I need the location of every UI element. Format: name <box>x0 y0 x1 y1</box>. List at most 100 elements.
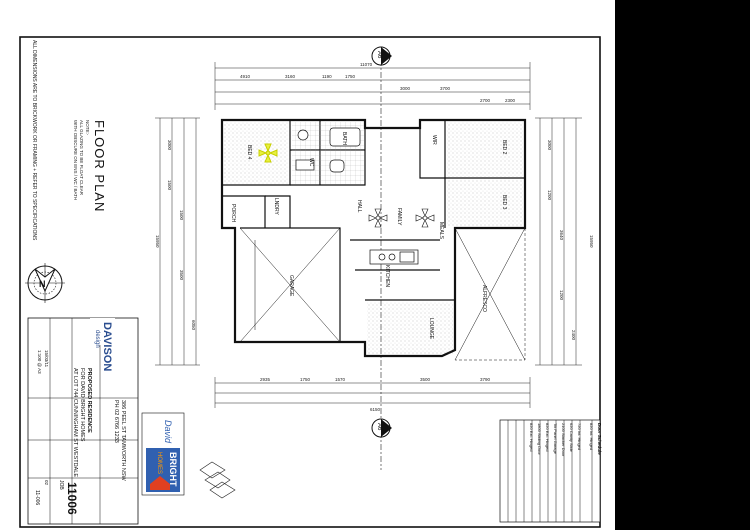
ceiling-fan-icon <box>368 208 388 228</box>
designer-name: DAVISON <box>101 322 113 371</box>
alfresco-lines <box>454 227 526 361</box>
scanned-drawing-sheet: ALL DIMENSIONS ARE TO BRICKWORK OR FRAMI… <box>0 0 615 530</box>
designer-logo: DAVISON design <box>90 318 115 371</box>
builder-name-2: BRIGHT <box>168 452 178 487</box>
dim-label: 3700 <box>440 86 451 91</box>
drawn-date: 15/03/11 <box>44 350 49 368</box>
dim-label: 4910 <box>240 74 251 79</box>
room-label-kitchen: KITCHEN <box>384 265 390 287</box>
dimensions-left <box>155 117 200 366</box>
dim-label: 2400 <box>571 330 576 341</box>
builder-name-1: David <box>163 420 173 444</box>
room-label-hall: HALL <box>356 200 362 213</box>
schedule-row: 820 Ext. Hinged <box>545 423 550 451</box>
room-label-bed4: BED 4 <box>246 145 252 160</box>
door-schedule <box>499 419 601 523</box>
dim-label: 2700 <box>480 98 491 103</box>
room-label-bath: BATH <box>341 132 347 145</box>
lot-address: AT LOT 744 CUNNINGHAM ST WESTDALE <box>72 368 78 477</box>
builder-name-3: HOMES <box>156 452 162 474</box>
job-label: JOB <box>58 480 64 490</box>
dim-label: 1200 <box>559 290 564 301</box>
dim-label: 3500 <box>420 377 431 382</box>
dim-label: 2300 <box>505 98 516 103</box>
dim-label: 15950 <box>589 235 594 248</box>
dim-label: 1750 <box>300 377 311 382</box>
note-line: NOTE:- <box>85 120 90 136</box>
room-label-wc: WC <box>308 158 314 167</box>
office-address: 386 PEEL ST TAMWORTH NSW <box>120 400 126 481</box>
room-label-bed3: BED 3 <box>501 195 507 210</box>
schedule-row: 820 Ext. Hinged <box>529 423 534 451</box>
dimensions-top-labels: 11070 4910 3160 1190 1750 3000 3700 2700… <box>240 62 516 103</box>
room-label-laundry: LNDRY <box>273 198 279 216</box>
kitchen-bench <box>369 249 419 265</box>
section-marker-bottom: A6 <box>371 418 392 438</box>
dim-label: 1570 <box>335 377 346 382</box>
schedule-row: Tilt Panel Garage <box>553 423 558 455</box>
dim-label: 3160 <box>285 74 296 79</box>
dim-label: 3000 <box>167 140 172 151</box>
dim-label: 3000 <box>400 86 411 91</box>
dim-label: 3640 <box>559 230 564 241</box>
ceiling-fan-icon <box>258 143 278 163</box>
dim-label: 15950 <box>155 235 160 248</box>
garage-lines <box>239 227 341 343</box>
dim-label: 1190 <box>322 74 332 79</box>
dimensions-bottom-labels: 2935 1750 1570 3500 3790 6150 <box>260 377 491 412</box>
page-title: FLOOR PLAN <box>92 120 107 212</box>
note-line: ALL GLAZING TO BE FLOAT CLEAR <box>79 120 84 196</box>
door-schedule-text: Door Schedule 820 Int. Hinged 720 Int. H… <box>529 423 602 457</box>
bathroom-fixtures <box>295 127 361 173</box>
dimensions-left-labels: 15950 3000 1500 1500 3500 6050 <box>155 140 196 331</box>
designer-sub: design <box>94 330 100 348</box>
dimensions-top <box>214 62 531 110</box>
builder-logo: David BRIGHT HOMES <box>141 412 185 496</box>
schedule-row: 820 Int. Hinged <box>589 423 594 450</box>
dimensions-right <box>535 117 582 366</box>
house-walls <box>220 118 527 358</box>
note-line: WITH OBSCURE ON ENS / WC / BATH <box>73 120 78 200</box>
stamp-mark <box>199 461 236 499</box>
floor-finishes <box>224 122 523 354</box>
project-name: PROPOSED RESIDENCE <box>86 368 92 433</box>
dimensions-bottom <box>214 377 531 408</box>
room-label-alfresco: ALFRESCO <box>481 285 487 312</box>
room-label-porch: PORCH <box>230 204 236 222</box>
room-labels: BED 4 BED 2 BED 3 GARAGE ALFRESCO LOUNGE… <box>230 132 507 340</box>
schedule-row: 720 Int. Hinged <box>577 423 582 450</box>
dimensions-right-labels: 15950 3000 1200 3640 1200 2400 <box>547 140 594 341</box>
dim-label: 1500 <box>179 210 184 221</box>
schedule-row: 2100 Stacker Door <box>561 423 566 457</box>
office-phone: PH 02 6766 1233 <box>113 400 119 443</box>
margin-note: ALL DIMENSIONS ARE TO BRICKWORK OR FRAMI… <box>31 40 37 241</box>
room-label-wir: WIR <box>431 135 437 145</box>
dim-label: 3000 <box>547 140 552 151</box>
dim-label: 11070 <box>360 62 373 67</box>
dim-label: 3790 <box>480 377 491 382</box>
drawing-scale: 1:100 @ A3 <box>37 350 42 374</box>
sheet-border <box>19 36 601 528</box>
client-name: FOR DAVID BRIGHT HOMES <box>79 368 85 442</box>
sheet-code: 11-006 <box>34 490 40 505</box>
section-label: A6 <box>376 51 382 59</box>
room-label-lounge: LOUNGE <box>428 318 434 340</box>
room-label-family: FAMILY <box>396 208 402 226</box>
dim-label: 1750 <box>345 74 356 79</box>
north-arrow-icon: N <box>25 263 65 303</box>
dim-label: 6050 <box>191 320 196 331</box>
title-block-text: PROPOSED RESIDENCE FOR DAVID BRIGHT HOME… <box>34 350 126 515</box>
room-label-bed2: BED 2 <box>501 140 507 155</box>
room-label-garage: GARAGE <box>288 275 294 297</box>
dim-label: 3500 <box>179 270 184 281</box>
dim-label: 1500 <box>167 180 172 191</box>
section-label: A6 <box>376 423 382 431</box>
svg-text:N: N <box>39 279 46 289</box>
ceiling-fan-icon <box>415 208 435 228</box>
schedule-row: 1800 Sliding Door <box>537 423 542 455</box>
dim-label: 1200 <box>547 190 552 201</box>
section-marker-top: A6 <box>371 46 392 470</box>
schedule-title: Door Schedule <box>597 423 602 455</box>
floor-plan-drawing: ALL DIMENSIONS ARE TO BRICKWORK OR FRAMI… <box>19 36 602 528</box>
title-block <box>27 317 139 525</box>
